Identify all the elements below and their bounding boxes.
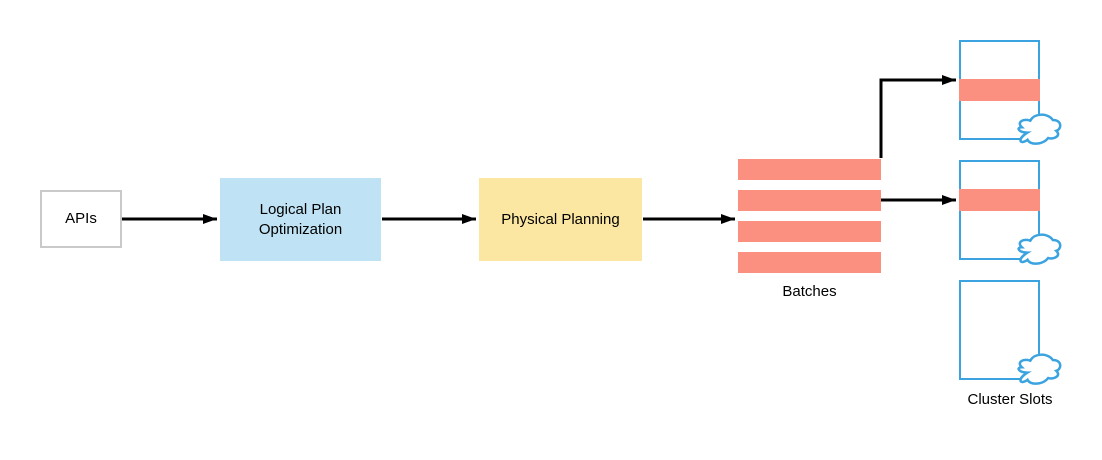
arrow-batch1-to-slot1 bbox=[879, 75, 956, 158]
node-apis-label: APIs bbox=[65, 210, 97, 228]
cluster-slot-2-batch bbox=[959, 189, 1040, 211]
cloud-icon bbox=[1017, 113, 1062, 145]
batches-caption: Batches bbox=[782, 283, 837, 300]
batch-bar bbox=[738, 252, 881, 273]
batch-bar bbox=[738, 190, 881, 211]
batch-bar bbox=[738, 159, 881, 180]
batches-stack bbox=[738, 159, 881, 273]
node-physical-planning: Physical Planning bbox=[479, 178, 642, 261]
cluster-slots-caption: Cluster Slots bbox=[967, 391, 1053, 408]
cluster-slot-1-batch bbox=[959, 79, 1040, 101]
node-logical-plan-optimization-label: Logical Plan Optimization bbox=[258, 201, 343, 238]
node-apis: APIs bbox=[40, 190, 122, 248]
cloud-icon bbox=[1017, 353, 1062, 385]
cloud-icon bbox=[1017, 233, 1062, 265]
batch-bar bbox=[738, 221, 881, 242]
node-physical-planning-label: Physical Planning bbox=[501, 210, 620, 228]
node-logical-plan-optimization: Logical Plan Optimization bbox=[220, 178, 381, 261]
